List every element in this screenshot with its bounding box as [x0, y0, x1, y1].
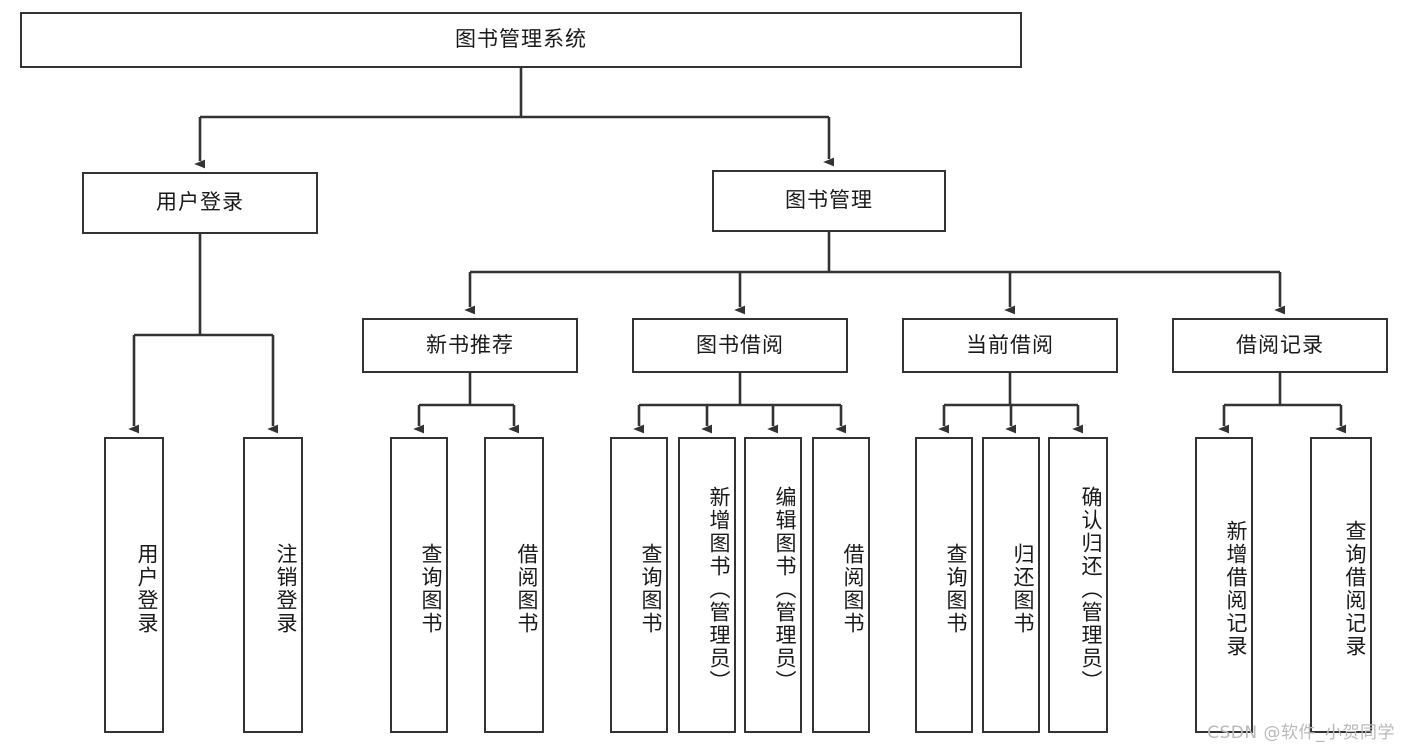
node-label: 用户登录 [135, 543, 159, 635]
node-bb-borrow-book[interactable]: 借阅图书 [812, 437, 870, 733]
node-label: 编辑图书（管理员） [773, 485, 797, 693]
node-nbr-borrow-book[interactable]: 借阅图书 [484, 437, 544, 733]
node-bb-add-book[interactable]: 新增图书（管理员） [678, 437, 736, 733]
node-book-borrow[interactable]: 图书借阅 [632, 318, 848, 373]
node-nbr-query-book[interactable]: 查询图书 [390, 437, 448, 733]
node-user-login-do[interactable]: 用户登录 [104, 437, 164, 733]
node-cb-query-book[interactable]: 查询图书 [915, 437, 973, 733]
node-label: 当前借阅 [966, 332, 1054, 357]
node-root[interactable]: 图书管理系统 [20, 12, 1022, 68]
node-label: 借阅记录 [1236, 332, 1324, 357]
node-user-login[interactable]: 用户登录 [82, 172, 318, 234]
node-label: 借阅图书 [841, 543, 865, 635]
node-label: 查询图书 [419, 543, 443, 635]
node-book-management[interactable]: 图书管理 [712, 170, 946, 232]
node-new-book-recommend[interactable]: 新书推荐 [362, 318, 578, 373]
node-label: 查询图书 [944, 543, 968, 635]
node-br-add-record[interactable]: 新增借阅记录 [1195, 437, 1253, 733]
node-bb-query-book[interactable]: 查询图书 [610, 437, 668, 733]
node-br-query-record[interactable]: 查询借阅记录 [1310, 437, 1372, 733]
node-user-logout[interactable]: 注销登录 [243, 437, 303, 733]
node-label: 新书推荐 [426, 332, 514, 357]
node-label: 用户登录 [156, 190, 244, 215]
node-cb-return-book[interactable]: 归还图书 [982, 437, 1040, 733]
node-label: 注销登录 [274, 543, 298, 635]
node-label: 归还图书 [1011, 543, 1035, 635]
node-bb-edit-book[interactable]: 编辑图书（管理员） [744, 437, 802, 733]
node-cb-confirm-return[interactable]: 确认归还（管理员） [1048, 437, 1108, 733]
node-label: 借阅图书 [515, 543, 539, 635]
node-label: 图书管理 [785, 188, 873, 213]
node-label: 新增借阅记录 [1224, 520, 1248, 658]
node-label: 图书管理系统 [455, 27, 587, 52]
node-label: 查询借阅记录 [1343, 520, 1367, 658]
node-label: 查询图书 [639, 543, 663, 635]
node-borrow-records[interactable]: 借阅记录 [1172, 318, 1388, 373]
node-label: 确认归还（管理员） [1079, 485, 1103, 693]
node-current-borrow[interactable]: 当前借阅 [902, 318, 1118, 373]
node-label: 新增图书（管理员） [707, 485, 731, 693]
node-label: 图书借阅 [696, 332, 784, 357]
